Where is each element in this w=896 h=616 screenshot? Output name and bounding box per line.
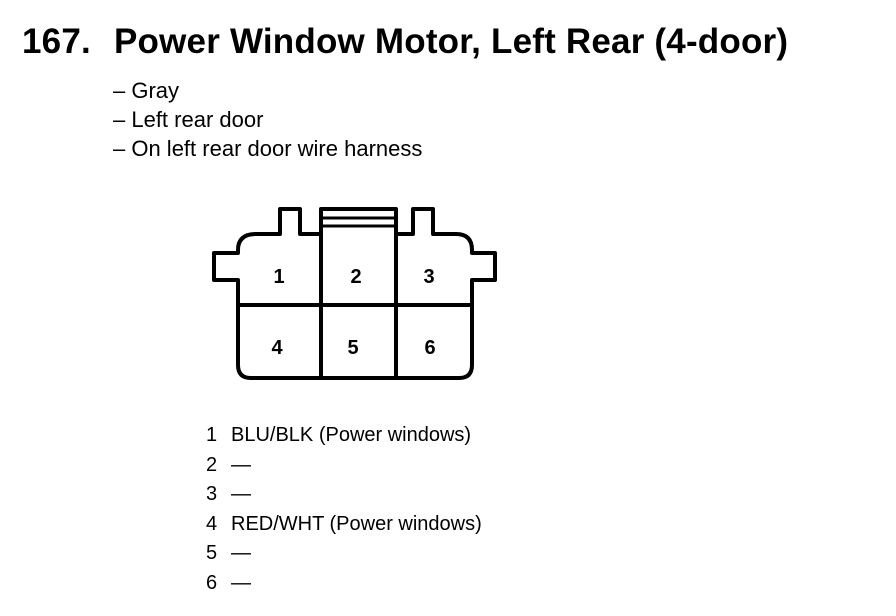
title-text: Power Window Motor, Left Rear (4-door) bbox=[114, 22, 789, 61]
pin-row: 4 RED/WHT (Power windows) bbox=[206, 510, 482, 540]
pin-description: — bbox=[231, 542, 251, 565]
cavity-label-3: 3 bbox=[423, 266, 434, 288]
cavity-label-1: 1 bbox=[273, 266, 284, 288]
pin-description: — bbox=[231, 453, 251, 476]
pin-row: 6— bbox=[206, 569, 482, 599]
note-location: – Left rear door bbox=[113, 107, 264, 132]
page-title: 167. Power Window Motor, Left Rear (4-doo… bbox=[22, 22, 788, 62]
pin-number: 1 bbox=[206, 424, 218, 446]
title-number: 167. bbox=[22, 22, 91, 61]
connector-notes: – Gray – Left rear door – On left rear d… bbox=[113, 76, 422, 163]
pin-number: 5 bbox=[206, 542, 218, 565]
note-harness: – On left rear door wire harness bbox=[113, 136, 423, 161]
connector-outline bbox=[212, 207, 497, 380]
pin-number: 6 bbox=[206, 571, 218, 594]
pin-description: — bbox=[231, 571, 251, 594]
cavity-label-5: 5 bbox=[347, 337, 358, 359]
note-color: – Gray bbox=[113, 78, 180, 103]
pin-row: 3— bbox=[206, 480, 482, 510]
pin-row: 2— bbox=[206, 451, 482, 481]
pin-number: 4 bbox=[206, 512, 218, 535]
pin-row: 1 BLU/BLK (Power windows) bbox=[206, 421, 482, 451]
pin-number: 2 bbox=[206, 453, 218, 476]
pin-description: RED/WHT (Power windows) bbox=[231, 512, 482, 535]
cavity-label-4: 4 bbox=[271, 337, 283, 359]
pin-row: 5— bbox=[206, 539, 482, 569]
pin-description: — bbox=[231, 483, 251, 506]
pin-description: BLU/BLK (Power windows) bbox=[231, 424, 472, 446]
pin-number: 3 bbox=[206, 483, 218, 506]
cavity-label-2: 2 bbox=[350, 266, 361, 288]
cavity-label-6: 6 bbox=[424, 337, 435, 359]
